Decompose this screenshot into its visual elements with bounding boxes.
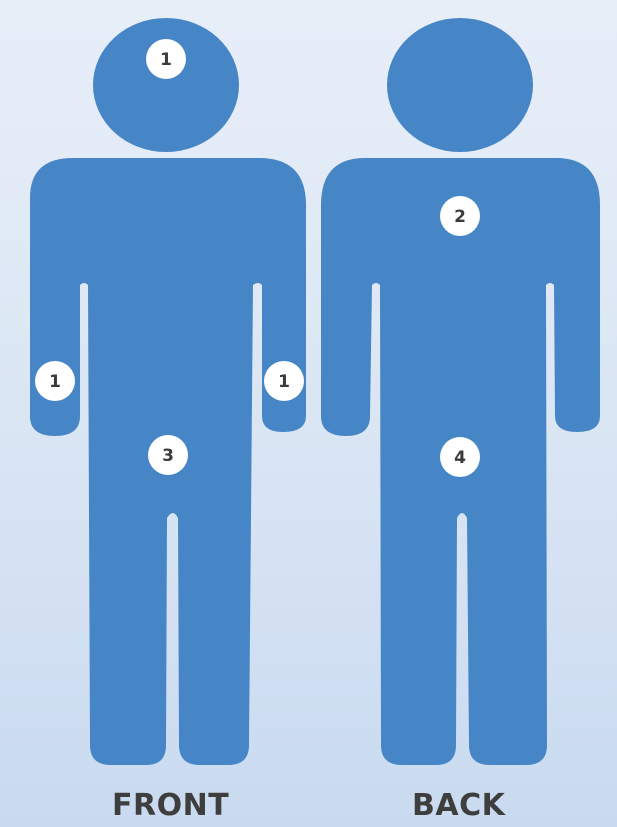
back-figure: [321, 18, 600, 765]
marker-front-right-hand: 1: [35, 361, 75, 401]
marker-label: 2: [454, 207, 466, 227]
front-head: [93, 18, 239, 152]
marker-front-head: 1: [146, 39, 186, 79]
marker-back-lower: 4: [440, 437, 480, 477]
marker-front-torso: 3: [148, 435, 188, 475]
back-label: BACK: [412, 788, 505, 823]
marker-back-upper: 2: [440, 196, 480, 236]
back-head: [387, 18, 533, 152]
marker-label: 3: [162, 446, 174, 466]
marker-label: 1: [278, 372, 290, 392]
marker-label: 1: [49, 372, 61, 392]
marker-front-left-hand: 1: [264, 361, 304, 401]
marker-label: 1: [160, 50, 172, 70]
marker-label: 4: [454, 448, 466, 468]
front-label: FRONT: [112, 788, 229, 823]
